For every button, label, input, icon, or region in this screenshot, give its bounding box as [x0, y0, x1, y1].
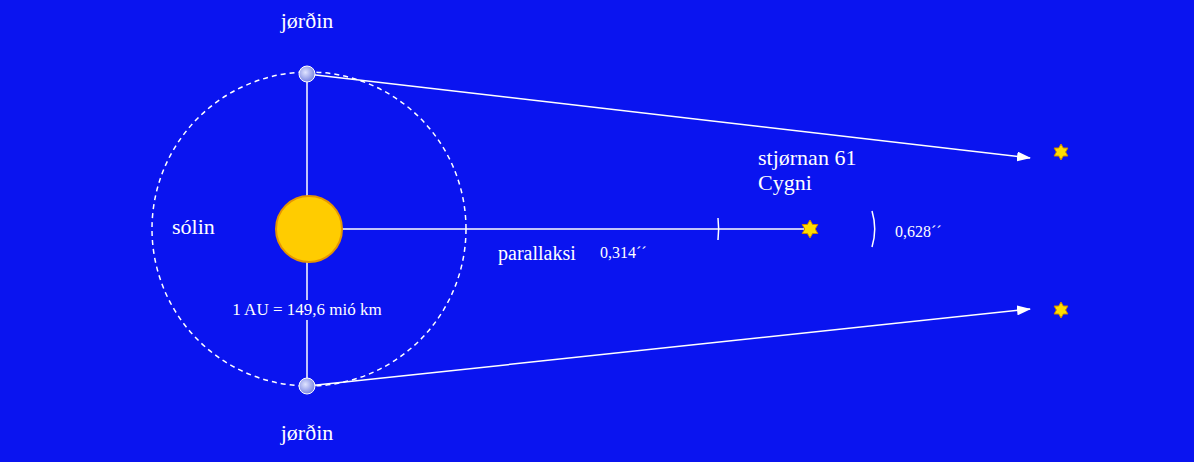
earth-top [299, 66, 315, 82]
sun-label: sólin [172, 214, 215, 239]
parallax-label: parallaksi [498, 242, 576, 265]
distance-label: 1 AU = 149,6 mió km [230, 300, 383, 320]
shift-angle-arc [872, 211, 875, 247]
angle-value: 0,314´´ [600, 244, 647, 262]
earth-label: jørðin [281, 420, 334, 445]
angle-value: 0,628´´ [895, 223, 942, 241]
background-star [1054, 144, 1068, 160]
sight-line-top [307, 74, 1030, 158]
earth-label: jørðin [281, 8, 334, 33]
star-61-cygni [802, 220, 818, 238]
sight-line-bottom [307, 309, 1030, 386]
sun-disc [276, 196, 342, 262]
background-star [1054, 302, 1068, 318]
star-label: stjørnan 61 Cygni [758, 145, 858, 196]
parallax-angle-arc [717, 218, 719, 240]
sun-star-line [342, 228, 810, 230]
earth-bottom [299, 378, 315, 394]
